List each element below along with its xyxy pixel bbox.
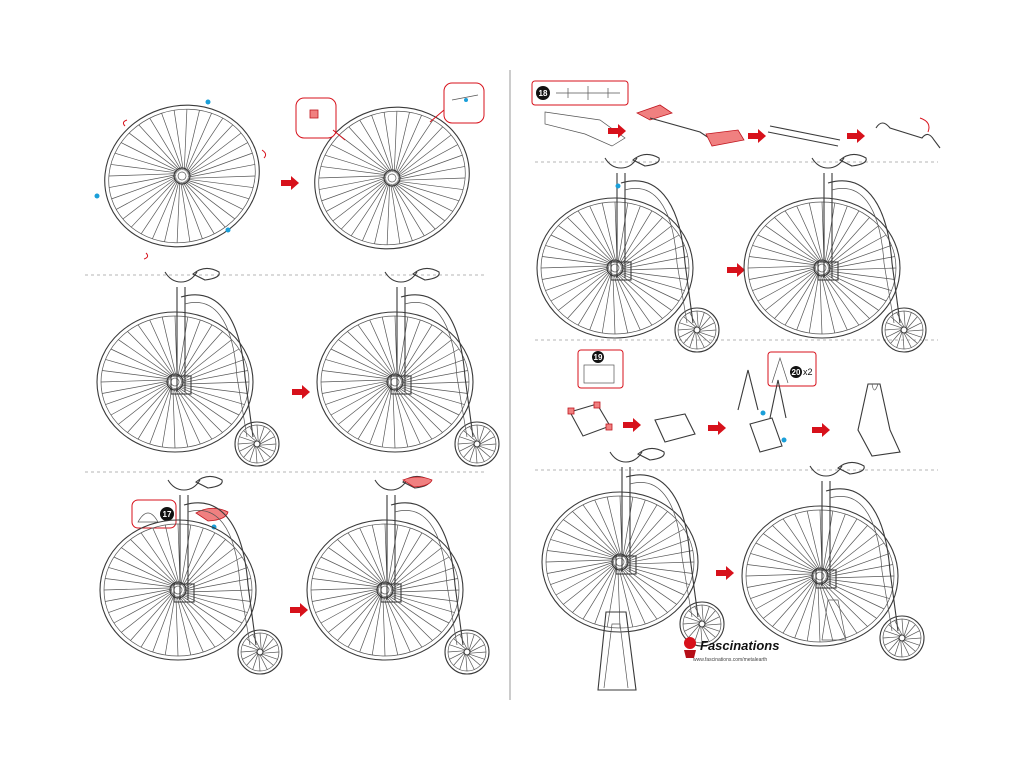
step-final (542, 448, 924, 691)
step-handlebar: 18 (531, 80, 941, 149)
step-arrow (716, 566, 734, 580)
bike-after (307, 476, 489, 674)
part-number-handlebar: 18 (539, 89, 548, 98)
seat-part (195, 507, 229, 522)
brand-name: Fascinations (700, 638, 779, 653)
part-number-stand-base: 19 (594, 353, 603, 362)
fascinations-logo: Fascinations www.fascinations.com/metale… (684, 637, 779, 663)
bike-before (537, 154, 719, 352)
bike-before (100, 476, 282, 674)
brand-url: www.fascinations.com/metalearth (693, 657, 767, 663)
step-seat: 17 (100, 476, 489, 674)
part-callout (577, 349, 624, 389)
part-number-seat: 17 (163, 510, 172, 519)
step-arrow (847, 129, 865, 143)
bike-before (97, 268, 279, 466)
bike-before (542, 448, 724, 646)
step-wheel-assembly (85, 82, 489, 270)
step-frame (97, 268, 499, 466)
step-arrow (292, 385, 310, 399)
part-number-stand-side: 20 (792, 368, 801, 377)
step-arrow (623, 418, 641, 432)
step-stand: 19 20 x2 (567, 349, 901, 457)
bike-after (744, 154, 926, 352)
step-arrow (708, 421, 726, 435)
wheel-before (85, 84, 279, 268)
detail-callout (443, 82, 485, 124)
step-arrow (608, 124, 626, 138)
step-arrow (290, 603, 308, 617)
stand-assembled (857, 383, 901, 457)
step-arrow (812, 423, 830, 437)
bike-on-stand (742, 462, 924, 660)
bike-after (317, 268, 499, 466)
step-arrow (281, 176, 299, 190)
part-quantity: x2 (803, 367, 813, 377)
step-attach-handlebar (537, 154, 926, 352)
stand (597, 611, 637, 691)
step-arrow (748, 129, 766, 143)
step-arrow (727, 263, 745, 277)
